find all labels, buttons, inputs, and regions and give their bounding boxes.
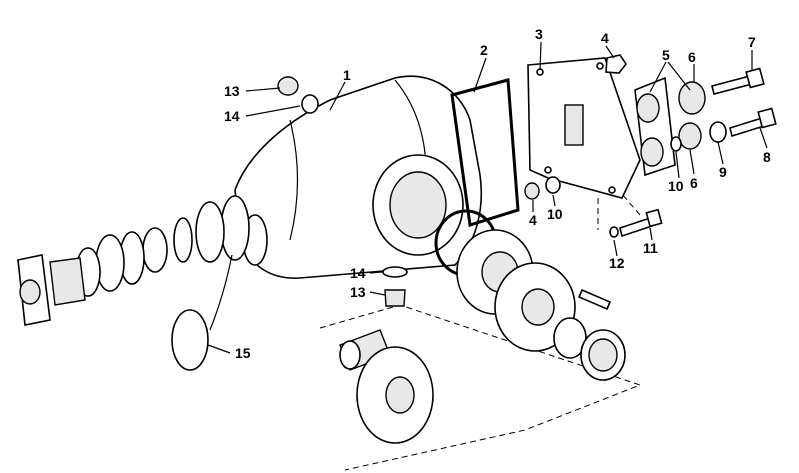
part-label: 2 [480,42,488,58]
bolt-guide-dashed [597,179,641,230]
filler-plug [277,76,299,96]
bolt [729,116,765,138]
part-label: 14 [350,265,366,281]
rubber-mount-bracket [634,76,676,177]
part-label: 13 [350,284,366,300]
bolt [619,216,653,238]
bushing [678,122,702,150]
part-label: 12 [609,255,625,271]
washer [709,121,727,143]
shim [171,309,209,371]
flange-hub [521,288,555,326]
leader-lines [207,41,768,354]
washer [670,136,682,152]
spacer [173,217,193,263]
pinion-flange [49,257,86,306]
bolt-head [757,107,777,129]
part-label: 8 [763,149,771,165]
part-label: 11 [643,240,658,256]
bolt [577,288,612,311]
part-label: 4 [529,212,537,228]
assembly-guide-dashed [319,304,642,471]
part-label: 10 [668,178,684,194]
bushing [678,81,706,115]
bolt-head [745,67,765,89]
drain-plug [384,289,406,307]
washer [545,176,561,194]
part-labels: 1 2 3 4 5 6 7 13 14 8 9 6 10 4 10 11 12 … [224,26,771,361]
bearing [195,201,225,263]
cover-gasket [450,78,520,227]
shaft-seal-inner [588,338,618,372]
part-label: 9 [719,164,727,180]
part-label: 3 [535,26,543,42]
stub-axle [339,329,434,444]
differential-housing [234,75,483,279]
part-label: 1 [343,67,351,83]
part-label: 5 [662,47,670,63]
bearing [220,195,250,261]
bolt-head [645,208,663,228]
bearing [95,234,125,292]
cover-plate [527,57,641,199]
nut [524,182,540,200]
seal-ring [301,94,319,114]
nut [605,54,627,74]
bearing [142,227,168,273]
part-label: 10 [547,206,563,222]
pinion-nut [19,279,41,305]
bolt [711,75,753,95]
washer [609,226,619,238]
part-label: 7 [748,34,756,50]
part-label: 14 [224,108,240,124]
part-label: 6 [688,49,696,65]
seal-ring [382,266,408,278]
part-label: 6 [690,175,698,191]
part-label: 15 [235,345,251,361]
part-label: 13 [224,83,240,99]
shim-arrow [209,254,233,331]
part-label: 4 [601,30,609,46]
